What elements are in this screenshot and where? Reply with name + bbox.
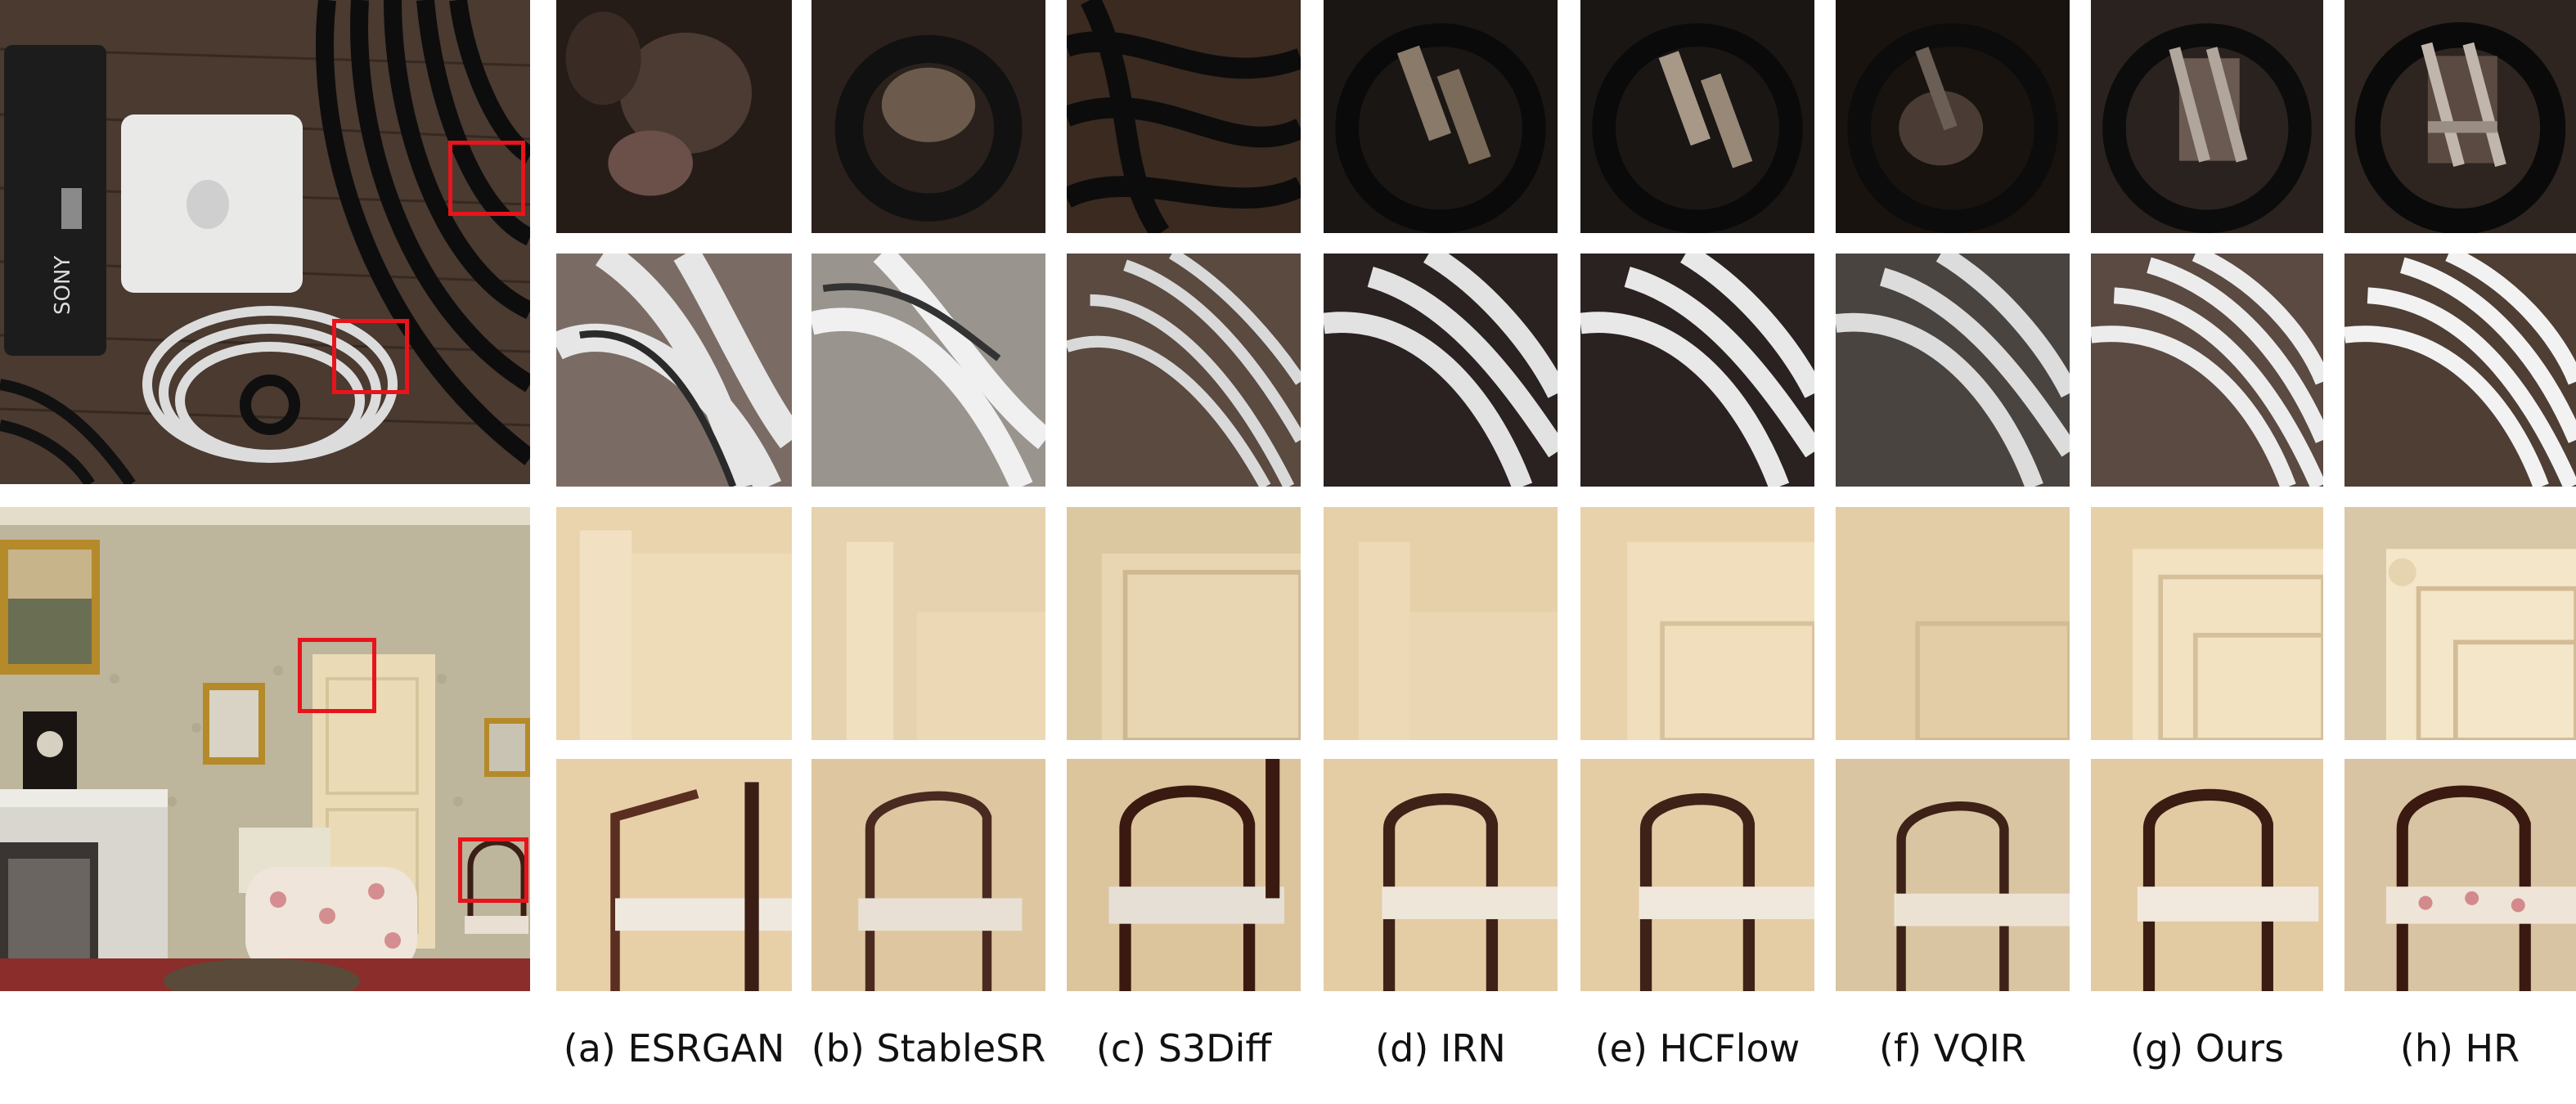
crop-esrgan-door <box>556 507 792 740</box>
caption-hr: (h) HR <box>2399 1026 2520 1070</box>
crop-ours-cable <box>2091 254 2323 487</box>
crop-irn-door <box>1324 507 1558 740</box>
crop-hcflow-cable <box>1580 254 1814 487</box>
zoom-region-box <box>332 319 409 394</box>
caption-vqir: (f) VQIR <box>1879 1026 2026 1070</box>
crop-esrgan-chair <box>556 759 792 991</box>
zoom-region-box <box>298 638 376 713</box>
crop-hr-chair <box>2344 759 2576 991</box>
crop-vqir-chair <box>1836 759 2070 991</box>
sony-logo: SONY <box>51 256 75 315</box>
crop-irn-cable <box>1324 254 1558 487</box>
crop-hr-plug <box>2344 0 2576 233</box>
crop-ours-door <box>2091 507 2323 740</box>
crop-stablesr-chair <box>811 759 1045 991</box>
crop-s3diff-door <box>1067 507 1301 740</box>
caption-irn: (d) IRN <box>1375 1026 1506 1070</box>
crop-ours-chair <box>2091 759 2323 991</box>
crop-s3diff-cable <box>1067 254 1301 487</box>
overview-image-room <box>0 507 530 991</box>
crop-stablesr-cable <box>811 254 1045 487</box>
crop-esrgan-cable <box>556 254 792 487</box>
zoom-region-box <box>458 837 528 903</box>
crop-stablesr-plug <box>811 0 1045 233</box>
caption-s3diff: (c) S3Diff <box>1095 1026 1272 1070</box>
caption-stablesr: (b) StableSR <box>811 1026 1046 1070</box>
crop-ours-plug <box>2091 0 2323 233</box>
crop-irn-plug <box>1324 0 1558 233</box>
crop-s3diff-plug <box>1067 0 1301 233</box>
crop-s3diff-chair <box>1067 759 1301 991</box>
crop-vqir-plug <box>1836 0 2070 233</box>
crop-hr-cable <box>2344 254 2576 487</box>
crop-hcflow-chair <box>1580 759 1814 991</box>
caption-hcflow: (e) HCFlow <box>1594 1026 1801 1070</box>
crop-irn-chair <box>1324 759 1558 991</box>
crop-stablesr-door <box>811 507 1045 740</box>
crop-vqir-cable <box>1836 254 2070 487</box>
crop-hcflow-plug <box>1580 0 1814 233</box>
overview-image-cables: SONY <box>0 0 530 484</box>
caption-ours: (g) Ours <box>2130 1026 2284 1070</box>
crop-hr-door <box>2344 507 2576 740</box>
crop-vqir-door <box>1836 507 2070 740</box>
crop-hcflow-door <box>1580 507 1814 740</box>
zoom-region-box <box>448 141 525 216</box>
crop-esrgan-plug <box>556 0 792 233</box>
caption-esrgan: (a) ESRGAN <box>563 1026 785 1070</box>
